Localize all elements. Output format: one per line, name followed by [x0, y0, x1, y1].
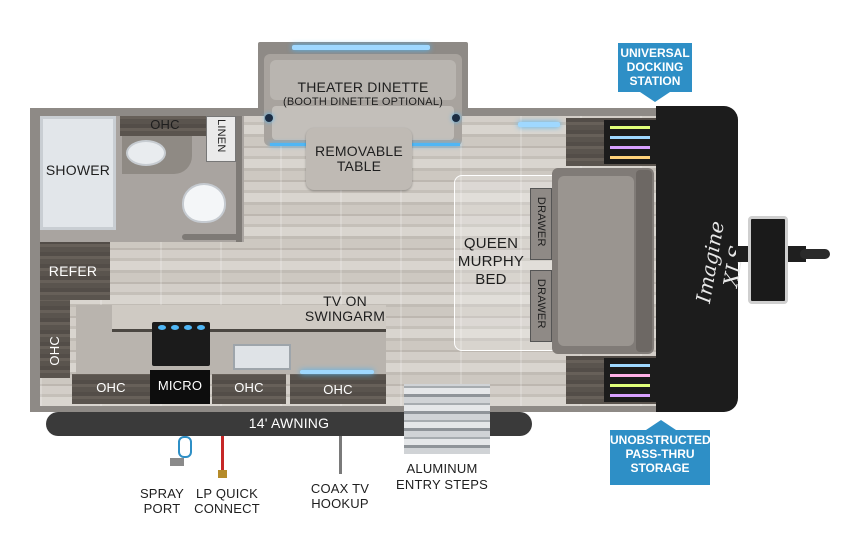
removable-table-label-line2: TABLE: [336, 158, 382, 174]
side-ohc-cabinet: [40, 300, 70, 378]
ohc-bottom-left-label: OHC: [96, 380, 126, 395]
slideout-window: [292, 45, 430, 50]
ohc-cabinet-bottom-right: [290, 374, 386, 404]
refrigerator: [40, 242, 110, 300]
cupholder-left: [265, 114, 273, 122]
lp-fitting: [218, 470, 227, 478]
tv-on-swingarm-label-line2: SWINGARM: [304, 308, 386, 324]
bathroom-ohc-label: OHC: [150, 117, 180, 132]
shower-stall: [40, 116, 116, 230]
docking-station-shelf: [604, 120, 656, 164]
bathroom-wall: [236, 116, 242, 242]
stove: [152, 322, 210, 366]
awning-label: 14' AWNING: [248, 415, 330, 431]
callout-storage-line2: PASS-THRU: [625, 447, 695, 461]
universal-docking-station-callout: UNIVERSAL DOCKING STATION: [618, 43, 692, 92]
ohc-cabinet-bottom-left: [72, 374, 150, 404]
kitchen-sink: [233, 344, 291, 370]
bathroom-sink: [126, 140, 166, 166]
microwave: [150, 370, 210, 404]
shower-label: SHOWER: [45, 162, 111, 178]
bathroom-ohc-cabinet: [120, 116, 206, 136]
queen-label: QUEEN: [463, 235, 519, 252]
front-cap: [656, 106, 738, 412]
pass-thru-shelf: [604, 358, 656, 402]
ohc-cabinet-bottom-mid: [212, 374, 286, 404]
drawer-top-label: DRAWER: [534, 196, 547, 247]
ohc-bottom-right-label: OHC: [323, 382, 353, 397]
callout-storage-line3: STORAGE: [630, 461, 690, 475]
spray-port-hose: [178, 436, 192, 458]
toilet: [182, 183, 226, 223]
refer-label: REFER: [48, 263, 98, 279]
murphy-label: MURPHY: [457, 253, 525, 270]
front-window: [518, 122, 560, 127]
callout-docking-arrow: [640, 92, 670, 102]
callout-docking-line2: DOCKING: [626, 60, 684, 74]
spray-port-label-line1: SPRAY: [139, 486, 185, 501]
removable-table: [306, 128, 412, 190]
micro-label: MICRO: [157, 378, 203, 393]
ohc-bottom-right-light: [300, 370, 374, 374]
theater-dinette-label: THEATER DINETTE: [297, 79, 429, 95]
hitch-box: [748, 216, 788, 304]
theater-dinette-seat: [264, 54, 462, 146]
aluminum-entry-steps-label-line1: ALUMINUM: [406, 461, 478, 476]
aluminum-entry-steps-label-line2: ENTRY STEPS: [395, 477, 489, 492]
drawer-bottom-label: DRAWER: [534, 278, 547, 329]
callout-storage-line1: UNOBSTRUCTED: [610, 433, 711, 447]
unobstructed-storage-callout: UNOBSTRUCTED PASS-THRU STORAGE: [610, 430, 711, 485]
spray-port-icon: [170, 458, 184, 466]
linen-label: LINEN: [214, 119, 227, 153]
bathroom-door: [182, 234, 240, 240]
lp-quick-connect-icon: [221, 436, 224, 470]
cupholder-right: [452, 114, 460, 122]
ohc-bottom-mid-label: OHC: [234, 380, 264, 395]
murphy-sofa: [552, 168, 654, 354]
lp-quick-connect-label-line2: CONNECT: [194, 501, 260, 516]
bed-label: BED: [475, 271, 507, 288]
coax-tv-hookup-label-line2: HOOKUP: [311, 496, 369, 511]
drawer-top: [530, 188, 552, 260]
lp-quick-connect-label-line1: LP QUICK: [195, 486, 259, 501]
drawer-bottom: [530, 270, 552, 342]
callout-docking-line1: UNIVERSAL: [620, 46, 690, 60]
counter-edge: [112, 329, 386, 332]
hitch-coupler: [800, 249, 830, 259]
callout-storage-arrow: [646, 420, 676, 430]
spray-port-label-line2: PORT: [143, 501, 181, 516]
callout-docking-line3: STATION: [629, 74, 681, 88]
booth-dinette-optional-label: (BOOTH DINETTE OPTIONAL): [282, 96, 444, 108]
tv-on-swingarm-label-line1: TV ON: [323, 293, 367, 309]
entry-steps: [404, 384, 490, 454]
side-ohc-label: OHC: [47, 336, 63, 366]
removable-table-label-line1: REMOVABLE: [315, 143, 403, 159]
coax-tv-hookup-icon: [339, 436, 342, 474]
coax-tv-hookup-label-line1: COAX TV: [310, 481, 370, 496]
linen-cabinet: [206, 116, 236, 162]
